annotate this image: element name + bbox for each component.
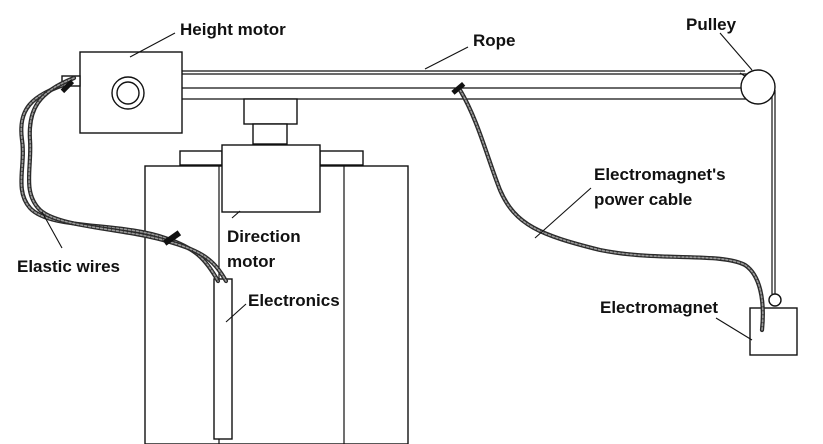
label-pulley: Pulley xyxy=(686,15,737,34)
label-electromagnet: Electromagnet xyxy=(600,298,718,317)
label-electronics: Electronics xyxy=(248,291,340,310)
direction-motor xyxy=(179,144,364,213)
label-power-cable-line2: power cable xyxy=(594,190,692,209)
label-rope: Rope xyxy=(473,31,516,50)
rope xyxy=(182,70,776,294)
label-direction-motor-line2: motor xyxy=(227,252,276,271)
arm-mount xyxy=(243,98,298,145)
label-direction-motor-line1: Direction xyxy=(227,227,301,246)
label-elastic-wires: Elastic wires xyxy=(17,257,120,276)
crane-arm xyxy=(182,73,750,100)
elastic-wires xyxy=(19,75,229,284)
pulley-wheel xyxy=(740,69,776,105)
leader-lines xyxy=(41,32,753,341)
height-motor xyxy=(61,51,183,134)
electronics-board xyxy=(213,278,233,440)
label-power-cable-line1: Electromagnet's xyxy=(594,165,726,184)
label-height-motor: Height motor xyxy=(180,20,286,39)
electromagnet xyxy=(749,293,798,356)
electromagnet-power-cable xyxy=(451,81,765,333)
